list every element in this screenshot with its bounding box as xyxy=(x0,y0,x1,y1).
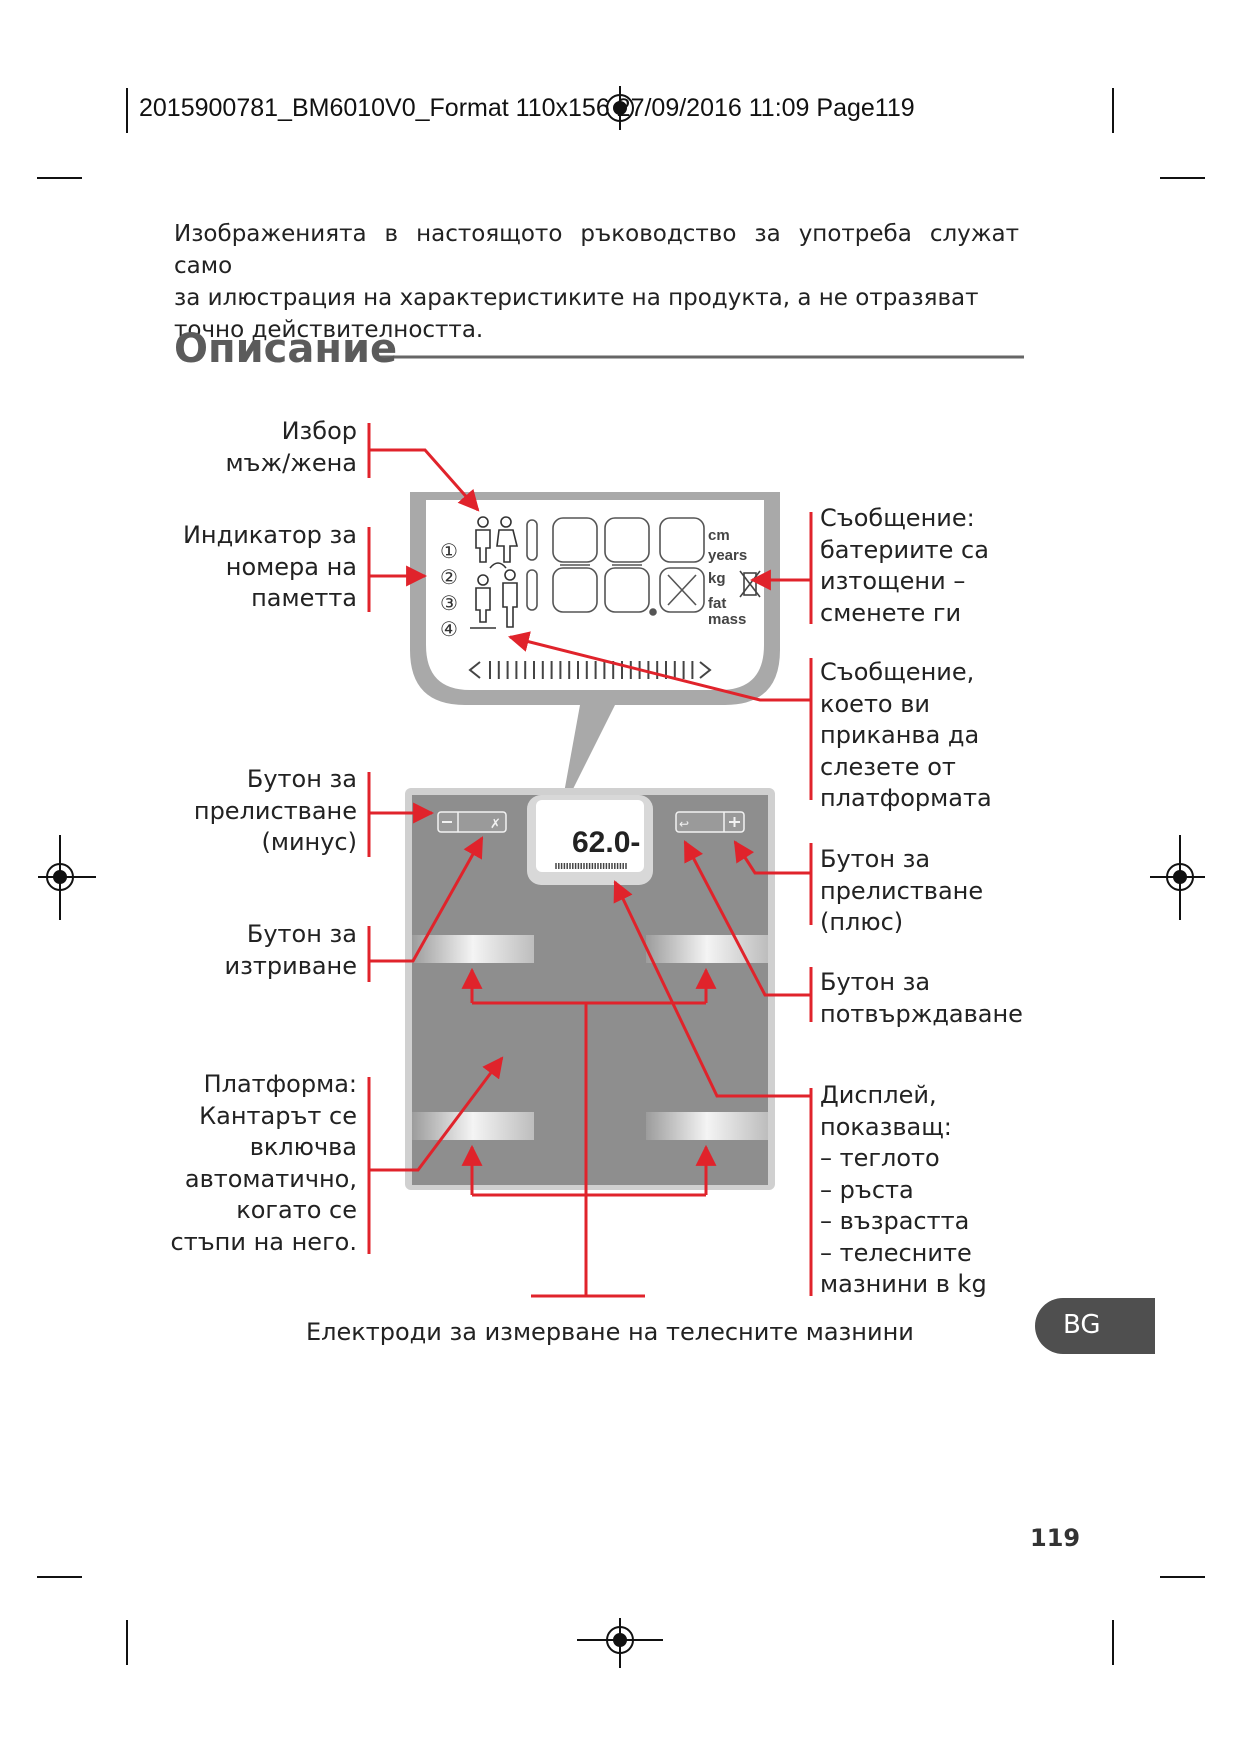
label-line: приканва да xyxy=(820,721,980,749)
label-line: Съобщение, xyxy=(820,658,975,686)
minus-button[interactable]: ✗ xyxy=(437,811,507,833)
language-code: BG xyxy=(1063,1310,1101,1340)
label-line: включва xyxy=(249,1133,357,1161)
label-line: прелистване xyxy=(193,796,357,825)
label-line: – ръста xyxy=(820,1175,914,1204)
scale-readout: 62.0- xyxy=(572,826,640,859)
female-icon xyxy=(496,516,519,563)
electrodes-caption: Електроди за измерване на телесните мазн… xyxy=(306,1318,914,1346)
label-battery-message: Съобщение: батериите са изтощени – смене… xyxy=(820,503,1050,629)
lcd-digits xyxy=(526,517,705,616)
label-line: автоматично, xyxy=(184,1164,357,1193)
label-line: (плюс) xyxy=(820,908,904,936)
label-minus-button: Бутон за прелистване (минус) xyxy=(117,764,357,859)
page-number: 119 xyxy=(1030,1524,1081,1552)
label-line: батериите са xyxy=(820,535,989,564)
intro-line: точно действителността. xyxy=(174,317,484,343)
electrode-bottom-left xyxy=(412,1112,534,1140)
memory-number-1: ① xyxy=(440,541,458,563)
label-line: Индикатор за xyxy=(182,521,357,549)
registration-mark-left xyxy=(38,835,96,920)
electrode-top-right xyxy=(646,935,768,963)
electrode-top-left xyxy=(412,935,534,963)
label-line: Кантарът се xyxy=(199,1101,357,1130)
electrode-bottom-right xyxy=(646,1112,768,1140)
lcd-digit xyxy=(552,517,598,613)
label-line: – възрастта xyxy=(820,1207,970,1235)
label-confirm-button: Бутон за потвърждаване xyxy=(820,967,1050,1030)
step-off-bar xyxy=(468,661,712,679)
label-line: Избор xyxy=(281,417,357,445)
label-line: Съобщение: xyxy=(820,504,975,532)
label-line: потвърждаване xyxy=(820,999,1023,1028)
male-icon xyxy=(475,516,491,563)
intro-line: за илюстрация на характеристиките на про… xyxy=(174,285,979,311)
label-line: изтриване xyxy=(224,951,357,980)
print-slug: 2015900781_BM6010V0_Format 110x156 27/09… xyxy=(139,94,915,122)
label-platform: Платформа: Кантарът се включва автоматич… xyxy=(117,1069,357,1258)
language-badge: BG xyxy=(1035,1298,1155,1354)
label-step-off-message: Съобщение, което ви приканва да слезете … xyxy=(820,657,1050,815)
label-display: Дисплей, показващ: – теглото – ръста – в… xyxy=(820,1080,1050,1301)
label-gender-select: Избор мъж/жена xyxy=(117,416,357,479)
label-line: показващ: xyxy=(820,1112,952,1141)
label-line: мъж/жена xyxy=(225,448,357,477)
unit-years: years xyxy=(708,547,747,564)
label-plus-button: Бутон за прелистване (плюс) xyxy=(820,844,1050,939)
memory-numbers: ① ② ③ ④ xyxy=(440,541,458,641)
lcd-digit xyxy=(604,517,650,613)
label-line: мазнини в kg xyxy=(820,1270,987,1298)
registration-mark-right xyxy=(1150,835,1205,920)
label-line: Бутон за xyxy=(246,920,357,948)
label-line: изтощени – xyxy=(820,567,966,595)
label-line: (минус) xyxy=(261,828,357,856)
label-line: слезете от xyxy=(820,752,956,781)
scale-body: 62.0- ✗ ↩ xyxy=(405,788,775,1190)
label-line: Бутон за xyxy=(820,968,931,996)
adult-icon xyxy=(502,569,518,628)
unit-kg: kg xyxy=(708,570,726,587)
confirm-icon: ↩ xyxy=(679,817,689,831)
label-line: платформата xyxy=(820,784,992,812)
registration-mark-bottom xyxy=(577,1618,663,1668)
label-line: което ви xyxy=(820,689,930,718)
label-line: Дисплей, xyxy=(820,1081,937,1109)
lcd-digit xyxy=(659,517,705,613)
child-icon xyxy=(470,574,496,629)
memory-number-3: ③ xyxy=(440,593,458,615)
label-line: прелистване xyxy=(820,876,984,905)
label-memory-indicator: Индикатор за номера на паметта xyxy=(117,520,357,615)
delete-icon: ✗ xyxy=(490,816,501,831)
callout-lines xyxy=(367,423,813,1298)
memory-number-2: ② xyxy=(440,567,458,589)
arrow-icon xyxy=(489,562,507,569)
intro-paragraph: Изображенията в настоящото ръководство з… xyxy=(174,218,1019,346)
label-line: когато се xyxy=(236,1196,357,1224)
unit-mass: mass xyxy=(708,611,746,628)
label-line: номера на xyxy=(225,552,357,581)
registration-mark-top xyxy=(606,86,634,130)
lcd-callout: ① ② ③ ④ cm years kg fat mass xyxy=(410,492,780,815)
lcd-units: cm years kg fat mass xyxy=(708,527,747,628)
person-icons xyxy=(470,516,519,629)
label-delete-button: Бутон за изтриване xyxy=(117,919,357,982)
label-line: стъпи на него. xyxy=(170,1227,357,1256)
label-line: Платформа: xyxy=(203,1070,357,1098)
intro-line: Изображенията в настоящото ръководство з… xyxy=(174,221,1019,279)
unit-fat: fat xyxy=(708,595,726,612)
unit-cm: cm xyxy=(708,527,730,544)
label-line: паметта xyxy=(251,584,357,612)
label-line: – теглото xyxy=(820,1144,940,1172)
label-line: – телесните xyxy=(820,1238,972,1267)
label-line: Бутон за xyxy=(820,845,931,873)
section-title: Описание xyxy=(174,326,398,372)
memory-number-4: ④ xyxy=(440,619,458,641)
label-line: Бутон за xyxy=(246,765,357,793)
label-line: сменете ги xyxy=(820,598,962,627)
plus-button[interactable]: ↩ xyxy=(675,811,745,833)
